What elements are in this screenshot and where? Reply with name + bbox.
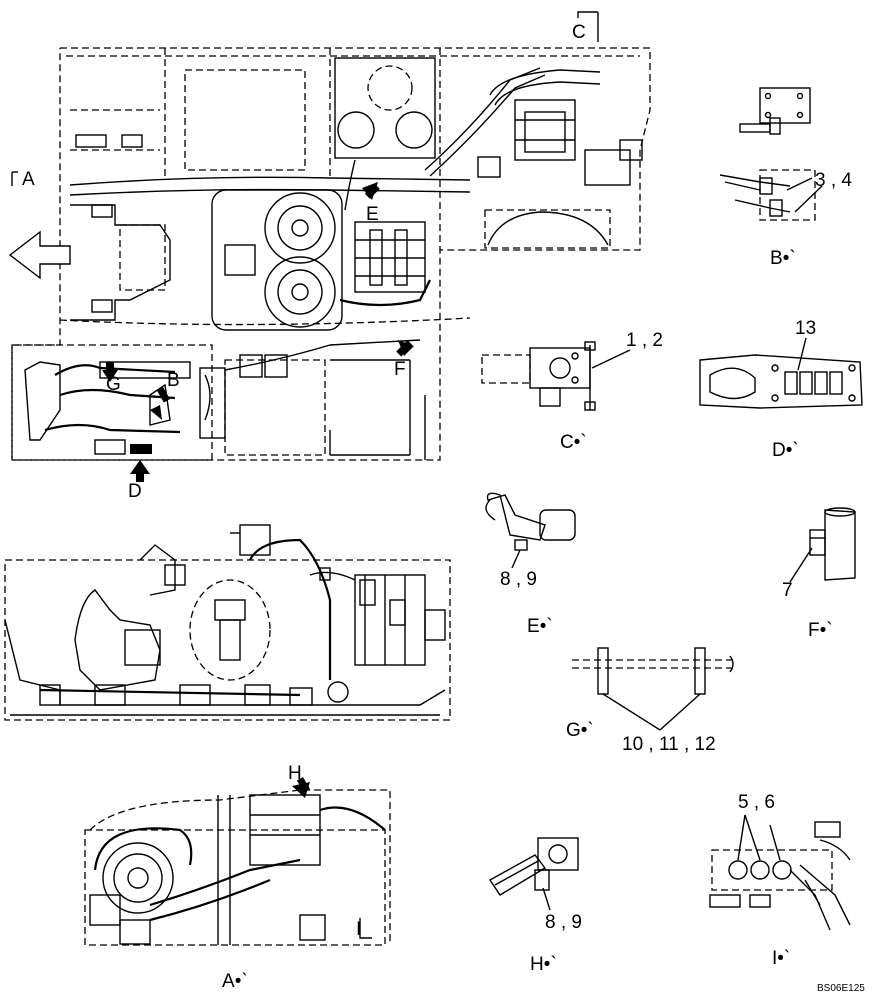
- view-label-b: B•`: [770, 248, 796, 269]
- leader-13: [797, 337, 807, 371]
- leader-3-4-b: [794, 185, 823, 213]
- leader-7: [789, 547, 813, 583]
- part-ref-8-9-e: 8 , 9: [500, 569, 537, 590]
- callout-e: E: [366, 204, 379, 225]
- part-ref-7: 7: [782, 580, 793, 601]
- view-label-h: H•`: [530, 954, 557, 975]
- callout-a: A: [22, 169, 35, 190]
- part-reference-numbers: 3 , 4 1 , 2 13 8 , 9 7 10 , 11 , 12 5 , …: [500, 170, 852, 933]
- callout-b: B: [167, 370, 180, 391]
- view-label-f: F•`: [808, 620, 833, 641]
- view-label-d: D•`: [772, 440, 799, 461]
- part-ref-3-4: 3 , 4: [815, 170, 852, 191]
- part-ref-8-9-h: 8 , 9: [545, 912, 582, 933]
- detail-b-drawing: [719, 87, 816, 221]
- leader-8-9-h: [542, 887, 551, 911]
- callout-g: G: [106, 374, 121, 395]
- leader-3-4-a: [786, 177, 813, 191]
- part-ref-1-2: 1 , 2: [626, 330, 663, 351]
- view-label-e: E•`: [527, 616, 553, 637]
- detail-g-drawing: [572, 647, 735, 731]
- view-label-i: I•`: [772, 948, 790, 969]
- callout-i: I: [356, 919, 361, 940]
- callout-d: D: [128, 481, 142, 502]
- leader-1-2: [591, 349, 631, 369]
- leader-8-9-e: [511, 549, 521, 569]
- part-ref-10-11-12: 10 , 11 , 12: [622, 734, 716, 755]
- detail-e-drawing: [485, 492, 576, 551]
- part-ref-13: 13: [795, 318, 816, 339]
- view-label-c: C•`: [560, 432, 587, 453]
- detail-c-drawing: [481, 341, 596, 411]
- drawing-code: BS06E125: [817, 983, 865, 994]
- callout-f: F: [394, 359, 406, 380]
- callout-h: H: [288, 763, 302, 784]
- callout-labels: C A E F G B D H I: [22, 22, 586, 940]
- detail-i-drawing: [709, 814, 851, 931]
- detail-f-drawing: [809, 507, 856, 581]
- view-labels: B•` C•` D•` E•` F•` G•` H•` I•` A•`: [222, 248, 833, 992]
- view-label-g: G•`: [566, 720, 594, 741]
- view-label-a: A•`: [222, 971, 248, 992]
- detail-h-drawing: [488, 837, 579, 896]
- main-top-view: [8, 11, 651, 482]
- side-view: [4, 524, 451, 721]
- callout-c: C: [572, 22, 586, 43]
- view-a-drawing: [84, 776, 391, 946]
- detail-d-drawing: [699, 354, 863, 409]
- part-ref-5-6: 5 , 6: [738, 792, 775, 813]
